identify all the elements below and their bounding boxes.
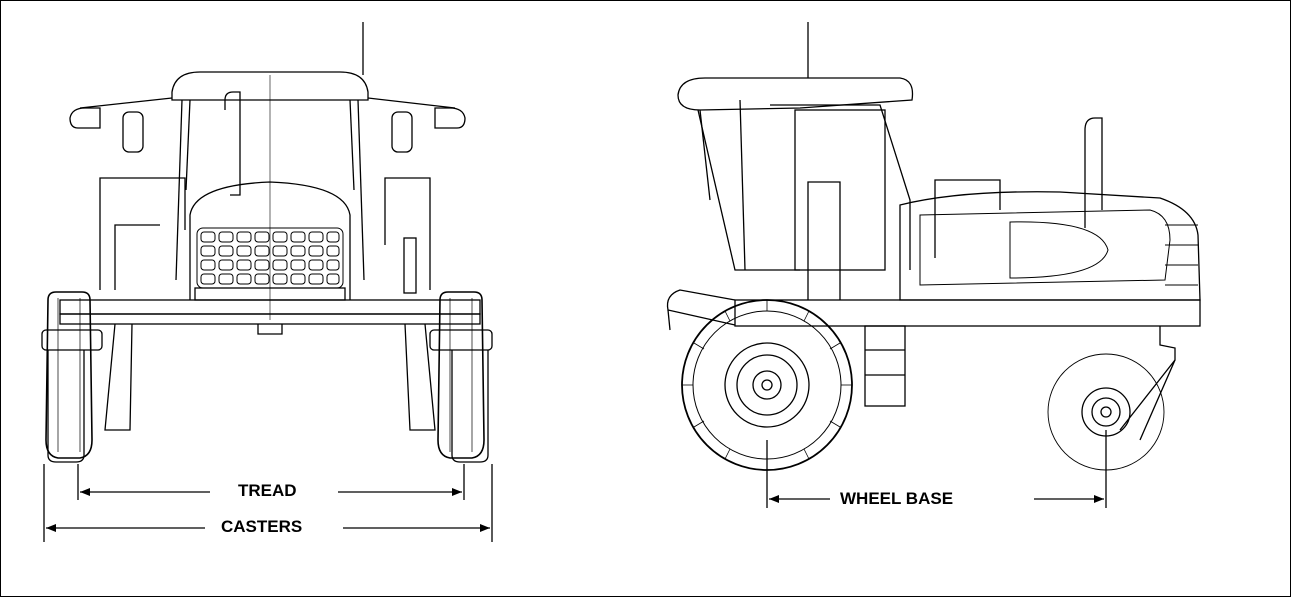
wheel-base-label: WHEEL BASE <box>836 489 958 509</box>
front-view-windrower <box>41 22 493 463</box>
dimension-lines <box>43 430 1107 542</box>
tread-label: TREAD <box>234 481 301 501</box>
side-view-windrower <box>666 22 1201 471</box>
casters-label: CASTERS <box>217 517 307 537</box>
